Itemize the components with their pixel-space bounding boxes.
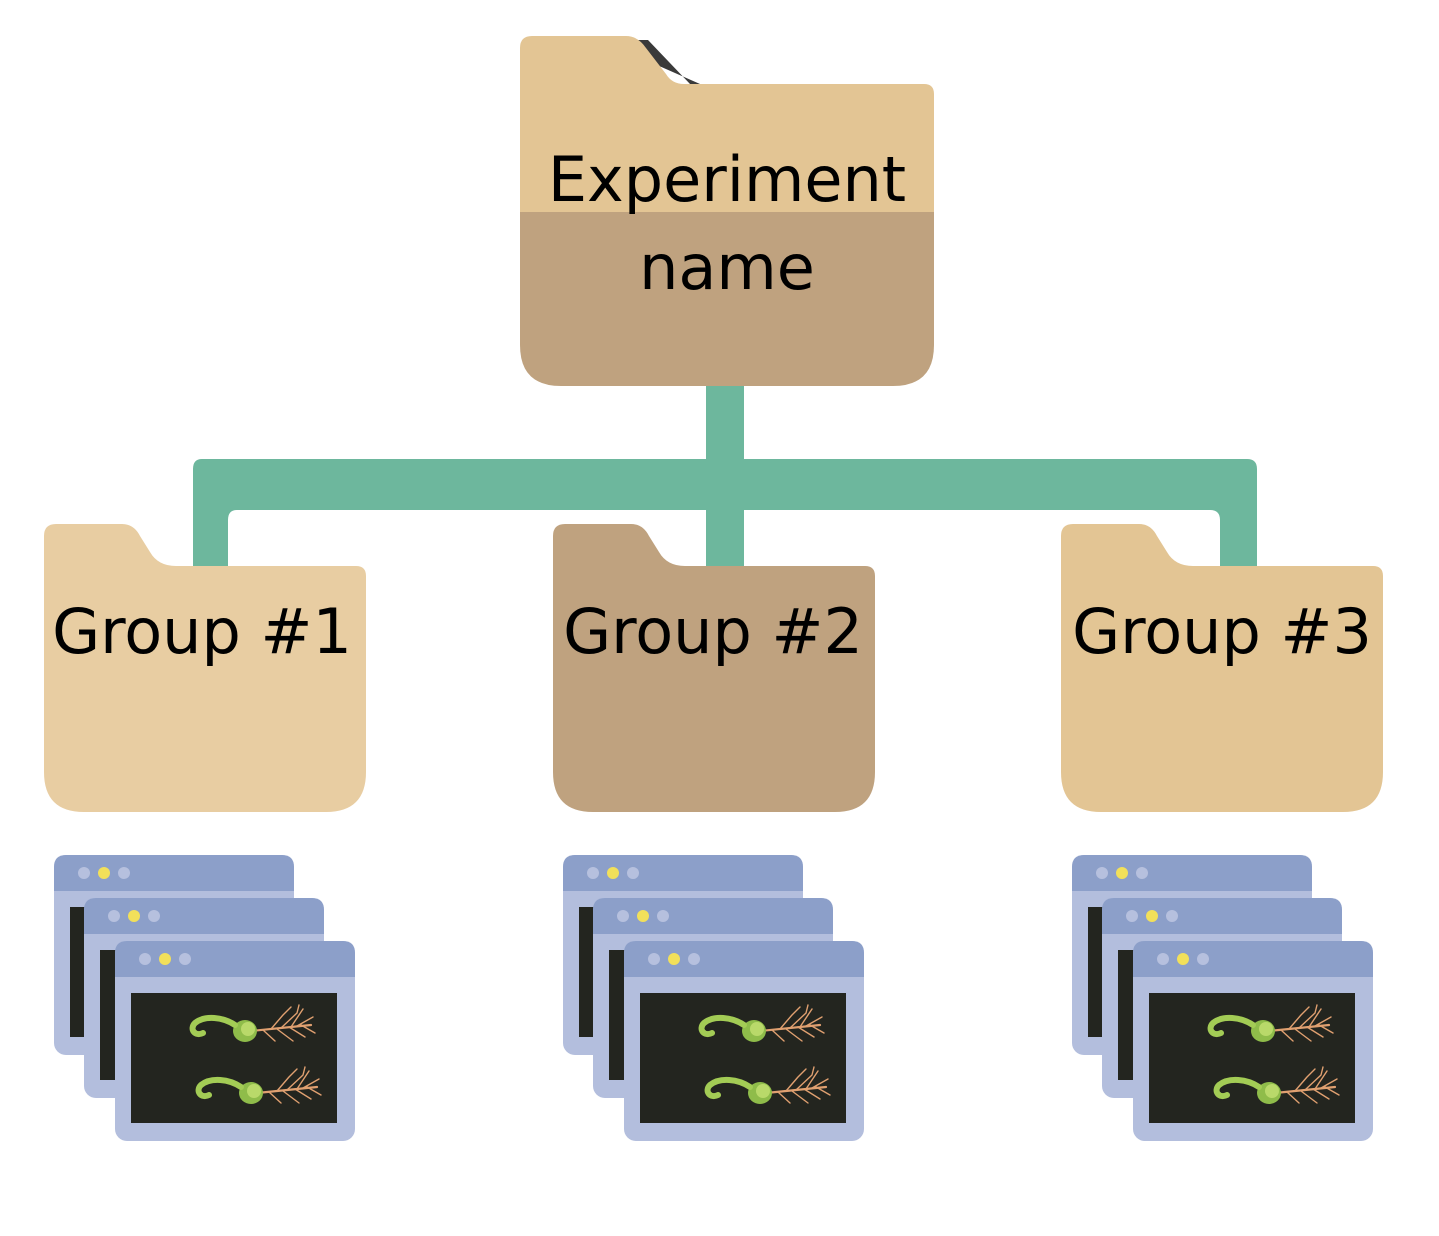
group-folder-3-label: Group #3 [1072, 595, 1372, 668]
root-folder-top [520, 36, 934, 212]
image-stack-group-1 [54, 855, 355, 1141]
group-folder-2: Group #2 [553, 524, 875, 812]
root-folder-label-line2: name [639, 231, 815, 304]
group-folder-2-label: Group #2 [563, 595, 863, 668]
group-folder-1-shape [44, 524, 366, 812]
group-folder-1-label: Group #1 [52, 595, 352, 668]
group-folder-2-shape [553, 524, 875, 812]
group-folder-1: Group #1 [44, 524, 366, 812]
connector-bar [193, 459, 1257, 572]
folder-connector-lines [193, 380, 1257, 572]
group-folder-3: Group #3 [1061, 524, 1383, 812]
root-folder-bottom [520, 212, 934, 386]
image-stack-group-2 [563, 855, 864, 1141]
image-stack-group-3 [1072, 855, 1373, 1141]
root-folder-label-line1: Experiment [548, 143, 906, 216]
group-folder-3-shape [1061, 524, 1383, 812]
connector-trunk [706, 380, 744, 470]
root-folder: Experiment name [520, 36, 934, 386]
connector-drop-middle [706, 500, 744, 572]
